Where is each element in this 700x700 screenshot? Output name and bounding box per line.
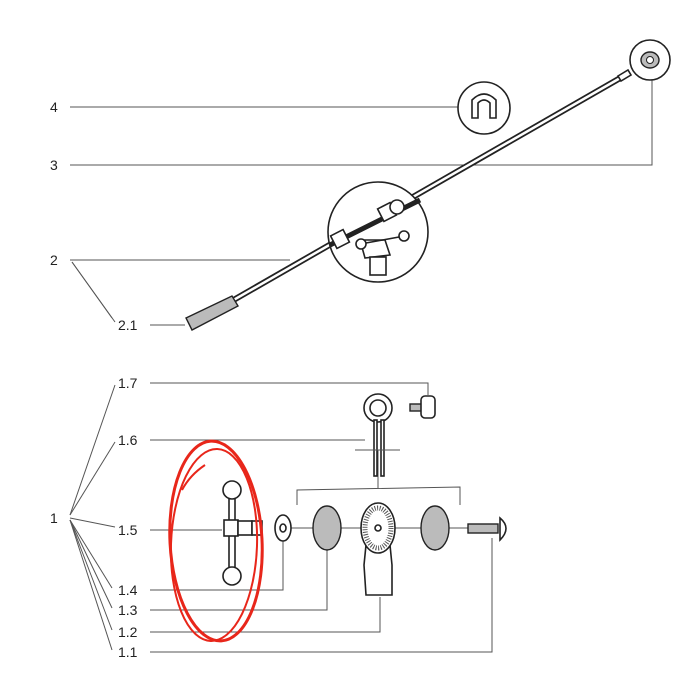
label-4: 4 xyxy=(50,99,58,115)
cable-clip-detail xyxy=(457,81,511,135)
label-1: 1 xyxy=(50,510,58,526)
fork-clamp xyxy=(355,393,400,477)
leader-lines-upper xyxy=(70,80,653,326)
label-1-1: 1.1 xyxy=(118,644,138,660)
screw xyxy=(467,516,507,542)
label-2: 2 xyxy=(50,252,58,268)
label-3: 3 xyxy=(50,157,58,173)
washer xyxy=(274,514,292,542)
end-cap-detail xyxy=(629,39,671,81)
friction-disk-right xyxy=(420,505,450,551)
label-1-6: 1.6 xyxy=(118,432,138,448)
mount-body xyxy=(360,502,396,596)
label-1-4: 1.4 xyxy=(118,582,138,598)
label-1-5: 1.5 xyxy=(118,522,138,538)
clamp-detail xyxy=(327,181,429,283)
red-highlight-circle xyxy=(168,439,264,643)
label-1-2: 1.2 xyxy=(118,624,138,640)
thumb-screw xyxy=(409,395,436,419)
friction-disk-left xyxy=(312,505,342,551)
label-1-7: 1.7 xyxy=(118,375,138,391)
rod-grip xyxy=(185,295,239,331)
label-2-1: 2.1 xyxy=(118,317,138,333)
label-1-3: 1.3 xyxy=(118,602,138,618)
